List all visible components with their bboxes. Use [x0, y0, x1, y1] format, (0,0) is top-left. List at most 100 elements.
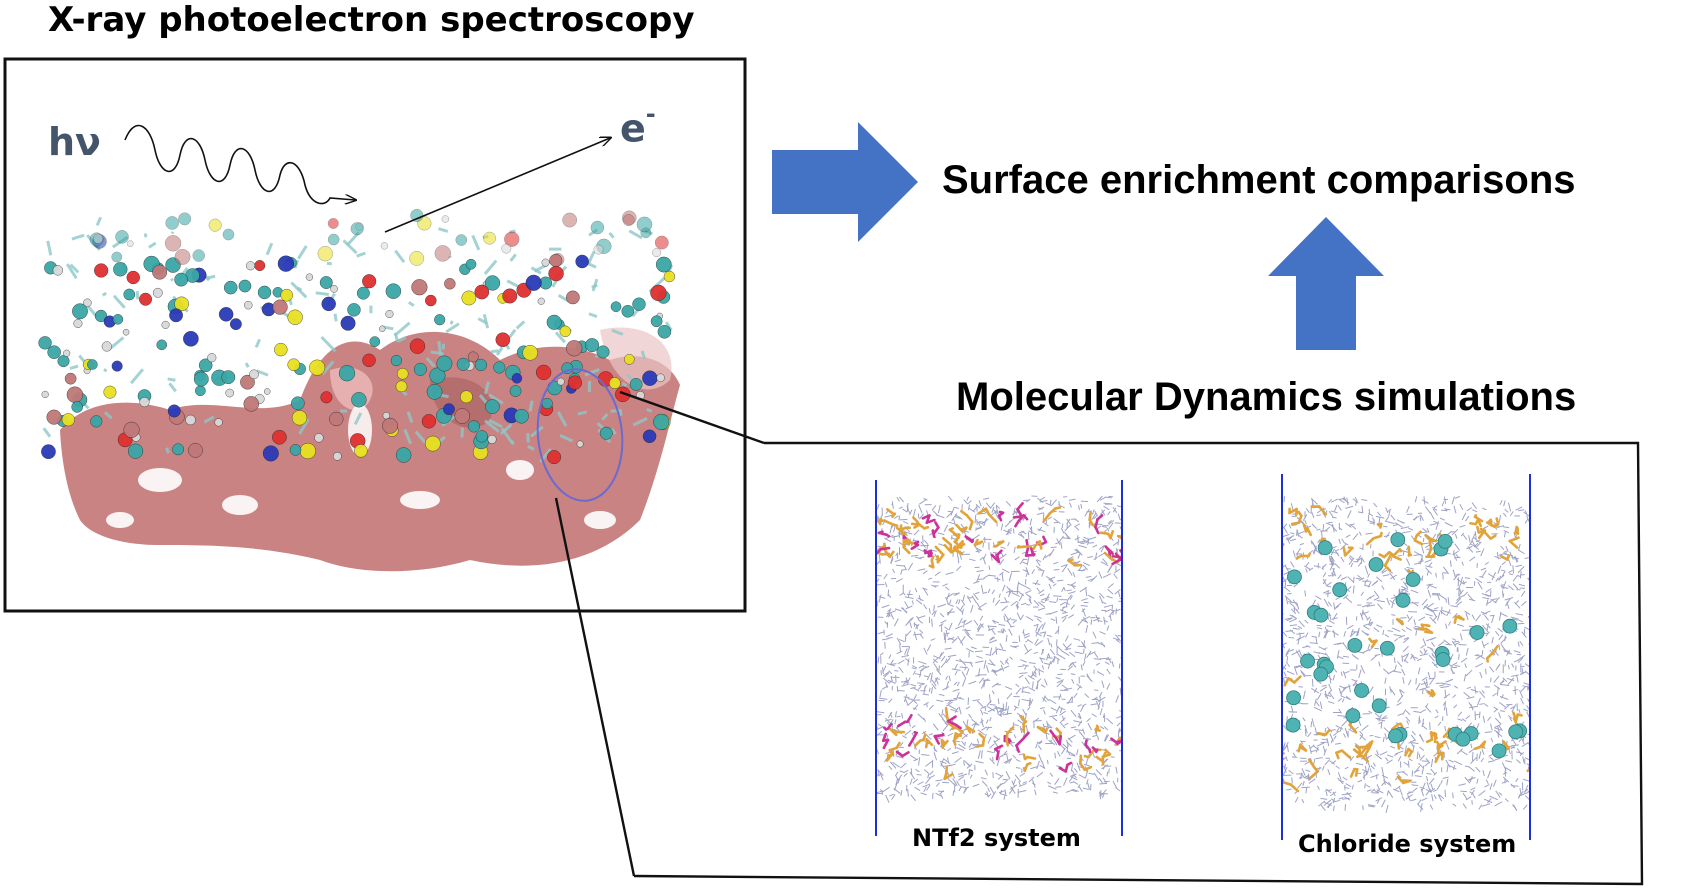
solvent-molecule	[1078, 713, 1082, 719]
solvent-molecule	[976, 655, 983, 659]
solvent-molecule	[1355, 501, 1357, 506]
solvent-molecule	[1005, 771, 1011, 780]
molecule-atom	[174, 249, 191, 265]
solvent-molecule	[894, 771, 899, 777]
solvent-molecule	[1487, 798, 1492, 804]
solvent-molecule	[1035, 631, 1042, 637]
solvent-molecule	[1419, 653, 1429, 657]
solvent-molecule	[1511, 704, 1517, 713]
solvent-molecule	[1066, 589, 1072, 592]
solvent-molecule	[1402, 770, 1408, 776]
solvent-molecule	[887, 589, 890, 597]
ion-fragment	[901, 751, 910, 758]
solvent-molecule	[1381, 799, 1386, 808]
solvent-molecule	[1083, 763, 1090, 767]
ion-fragment	[1124, 557, 1126, 564]
molecule-atom	[474, 284, 490, 300]
solvent-molecule	[976, 738, 980, 744]
solvent-molecule	[1329, 733, 1334, 742]
solvent-molecule	[1341, 719, 1349, 727]
photon-wave-arrow	[124, 124, 355, 204]
solvent-molecule	[1509, 717, 1513, 722]
solvent-molecule	[1099, 791, 1102, 800]
solvent-molecule	[1282, 631, 1288, 637]
solvent-molecule	[1485, 588, 1492, 593]
solvent-molecule	[1314, 727, 1318, 736]
molecule-atom	[126, 270, 140, 285]
solvent-molecule	[919, 669, 924, 672]
solvent-molecule	[1449, 560, 1452, 567]
solvent-molecule	[1337, 655, 1344, 660]
solvent-molecule	[953, 681, 958, 686]
solvent-molecule	[1503, 649, 1511, 653]
solvent-molecule	[970, 646, 977, 650]
solvent-molecule	[915, 624, 920, 629]
molecule-bond	[46, 240, 53, 256]
solvent-molecule	[1518, 544, 1521, 551]
solvent-molecule	[1398, 787, 1403, 796]
solvent-molecule	[940, 662, 946, 668]
solvent-molecule	[919, 629, 924, 634]
solvent-molecule	[1402, 581, 1409, 589]
solvent-molecule	[1343, 631, 1346, 637]
solvent-molecule	[1075, 526, 1080, 531]
solvent-molecule	[976, 623, 982, 631]
molecule-bond	[103, 411, 113, 420]
molecule-atom	[90, 415, 103, 428]
solvent-molecule	[1524, 557, 1529, 559]
solvent-molecule	[989, 757, 995, 765]
ion-fragment	[954, 533, 961, 544]
solvent-molecule	[1378, 714, 1382, 722]
solvent-molecule	[1288, 618, 1297, 623]
solvent-molecule	[930, 672, 933, 681]
ion-fragment	[1390, 723, 1400, 731]
solvent-molecule	[1385, 507, 1389, 513]
solvent-molecule	[1393, 752, 1399, 757]
solvent-molecule	[942, 686, 950, 691]
solvent-molecule	[1432, 611, 1437, 617]
solvent-molecule	[1076, 762, 1081, 772]
solvent-molecule	[1355, 762, 1364, 766]
solvent-molecule	[928, 733, 934, 736]
solvent-molecule	[1502, 776, 1510, 783]
solvent-molecule	[955, 606, 964, 614]
molecule-atom	[467, 420, 480, 433]
solvent-molecule	[1391, 599, 1395, 609]
solvent-molecule	[1028, 598, 1033, 605]
solvent-molecule	[1314, 698, 1317, 706]
solvent-molecule	[1282, 564, 1287, 568]
solvent-molecule	[931, 610, 936, 616]
solvent-molecule	[1070, 773, 1077, 777]
solvent-molecule	[1442, 776, 1449, 779]
solvent-molecule	[1009, 784, 1018, 790]
solvent-molecule	[965, 620, 973, 626]
solvent-molecule	[1059, 602, 1066, 606]
solvent-molecule	[1101, 680, 1105, 688]
solvent-molecule	[968, 558, 976, 562]
solvent-molecule	[1450, 605, 1458, 608]
molecule-atom	[546, 314, 562, 330]
solvent-molecule	[1038, 741, 1043, 745]
solvent-molecule	[1338, 797, 1344, 800]
solvent-molecule	[1064, 601, 1070, 606]
solvent-molecule	[1413, 516, 1418, 521]
solvent-molecule	[922, 587, 928, 591]
solvent-molecule	[1423, 496, 1426, 505]
solvent-molecule	[1330, 572, 1336, 577]
solvent-molecule	[1428, 654, 1435, 662]
solvent-molecule	[1421, 709, 1427, 713]
molecule-atom	[347, 303, 361, 317]
molecule-bond	[530, 266, 542, 275]
solvent-molecule	[1297, 782, 1303, 789]
solvent-molecule	[958, 772, 964, 775]
molecule-atom	[379, 325, 386, 332]
solvent-molecule	[1505, 760, 1512, 763]
solvent-molecule	[1358, 577, 1365, 582]
solvent-molecule	[1078, 774, 1086, 779]
solvent-molecule	[974, 526, 983, 531]
electron-label: e-	[620, 100, 656, 151]
ion-fragment	[906, 713, 913, 724]
solvent-molecule	[947, 732, 954, 737]
solvent-molecule	[1405, 716, 1411, 723]
solvent-molecule	[1424, 705, 1432, 713]
